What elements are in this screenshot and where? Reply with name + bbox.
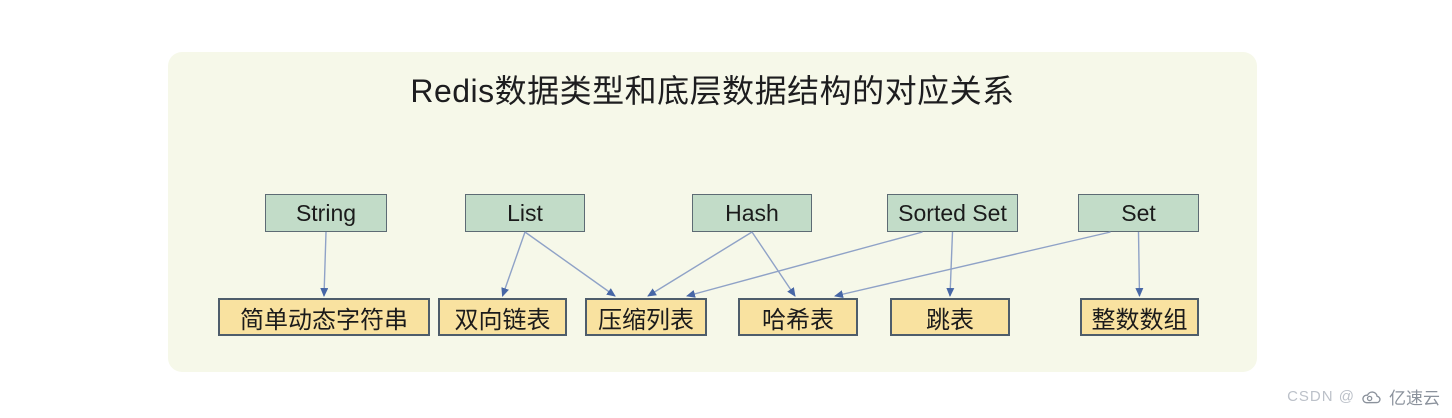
csdn-watermark-text: CSDN @ <box>1287 388 1355 405</box>
cloud-icon <box>1361 389 1383 405</box>
node-list: List <box>465 194 585 232</box>
node-hash: Hash <box>692 194 812 232</box>
node-integer-array: 整数数组 <box>1080 298 1199 336</box>
node-hash-table: 哈希表 <box>738 298 858 336</box>
node-string: String <box>265 194 387 232</box>
node-doubly-linked-list: 双向链表 <box>438 298 567 336</box>
node-ziplist: 压缩列表 <box>585 298 707 336</box>
node-sorted-set: Sorted Set <box>887 194 1018 232</box>
diagram-title: Redis数据类型和底层数据结构的对应关系 <box>410 73 1015 109</box>
watermark: CSDN @ 亿速云 <box>1287 384 1440 409</box>
node-skip-list: 跳表 <box>890 298 1010 336</box>
node-simple-dynamic-string: 简单动态字符串 <box>218 298 430 336</box>
yisu-cloud-brand-text: 亿速云 <box>1389 389 1440 408</box>
node-set: Set <box>1078 194 1199 232</box>
